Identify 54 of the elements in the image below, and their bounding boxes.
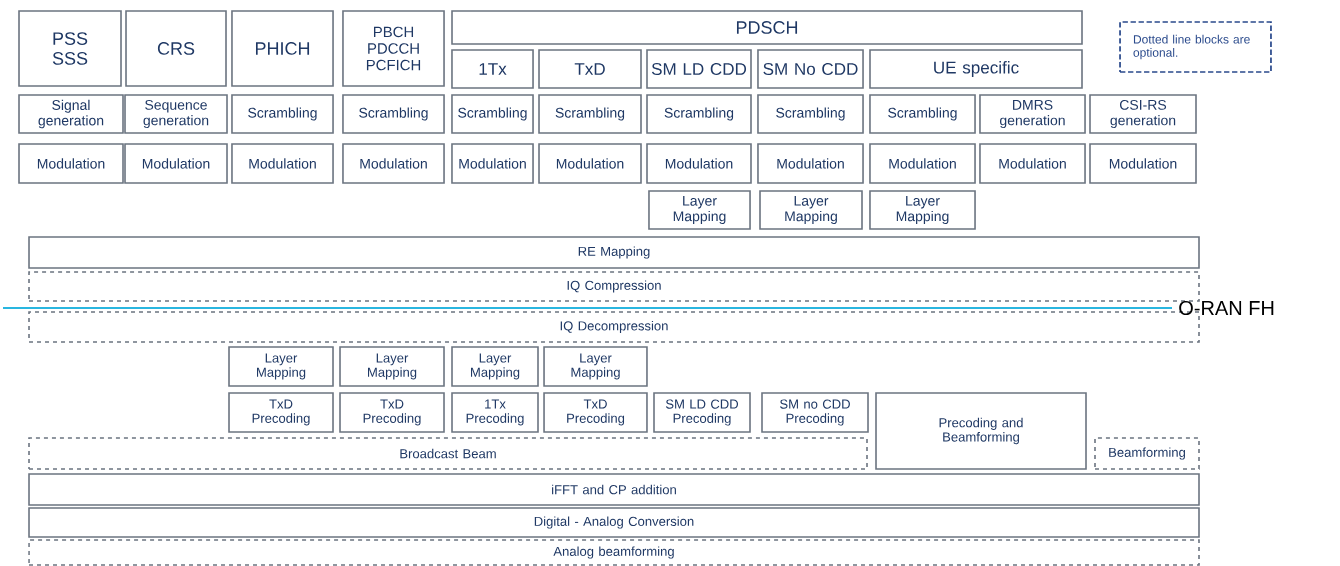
process-box: TxD xyxy=(538,49,642,89)
process-box: Layer Mapping xyxy=(543,346,648,387)
process-box: Modulation xyxy=(1089,143,1197,184)
process-box: UE specific xyxy=(869,49,1083,89)
process-box: CRS xyxy=(125,10,227,87)
process-box: Digital - Analog Conversion xyxy=(28,507,1200,538)
process-box: Layer Mapping xyxy=(451,346,539,387)
process-box: SM no CDD Precoding xyxy=(761,392,869,433)
process-box: Layer Mapping xyxy=(228,346,334,387)
process-box: Modulation xyxy=(124,143,228,184)
process-box: Modulation xyxy=(757,143,864,184)
process-box: Layer Mapping xyxy=(339,346,445,387)
process-box: Modulation xyxy=(342,143,445,184)
process-box: Modulation xyxy=(646,143,752,184)
optional-box: IQ Compression xyxy=(28,271,1200,302)
process-box: Scrambling xyxy=(646,94,752,134)
process-box: Scrambling xyxy=(231,94,334,134)
note-box: Dotted line blocks are optional. xyxy=(1119,21,1272,73)
process-box: Modulation xyxy=(979,143,1086,184)
process-box: Scrambling xyxy=(451,94,534,134)
process-box: Modulation xyxy=(231,143,334,184)
process-box: Modulation xyxy=(18,143,124,184)
optional-box: Analog beamforming xyxy=(28,539,1200,566)
process-box: Scrambling xyxy=(869,94,976,134)
process-box: Layer Mapping xyxy=(648,190,751,230)
process-box: PHICH xyxy=(231,10,334,87)
process-box: Modulation xyxy=(869,143,976,184)
process-box: Layer Mapping xyxy=(759,190,863,230)
process-box: Precoding and Beamforming xyxy=(875,392,1087,470)
process-box: Scrambling xyxy=(342,94,445,134)
process-box: PDSCH xyxy=(451,10,1083,45)
process-box: SM LD CDD xyxy=(646,49,752,89)
process-box: iFFT and CP addition xyxy=(28,473,1200,506)
process-box: TxD Precoding xyxy=(339,392,445,433)
process-box: SM No CDD xyxy=(757,49,864,89)
optional-box: Broadcast Beam xyxy=(28,437,868,470)
process-box: CSI-RS generation xyxy=(1089,94,1197,134)
optional-box: Beamforming xyxy=(1094,437,1200,470)
process-box: Layer Mapping xyxy=(869,190,976,230)
process-box: Scrambling xyxy=(757,94,864,134)
process-box: Scrambling xyxy=(538,94,642,134)
process-box: SM LD CDD Precoding xyxy=(653,392,751,433)
process-box: PSS SSS xyxy=(18,10,122,87)
process-box: DMRS generation xyxy=(979,94,1086,134)
process-box: Sequence generation xyxy=(124,94,228,134)
process-box: PBCH PDCCH PCFICH xyxy=(342,10,445,87)
process-box: 1Tx xyxy=(451,49,534,89)
process-box: RE Mapping xyxy=(28,236,1200,269)
process-box: Signal generation xyxy=(18,94,124,134)
process-box: 1Tx Precoding xyxy=(451,392,539,433)
process-box: Modulation xyxy=(538,143,642,184)
process-box: TxD Precoding xyxy=(228,392,334,433)
process-box: TxD Precoding xyxy=(543,392,648,433)
process-box: Modulation xyxy=(451,143,534,184)
